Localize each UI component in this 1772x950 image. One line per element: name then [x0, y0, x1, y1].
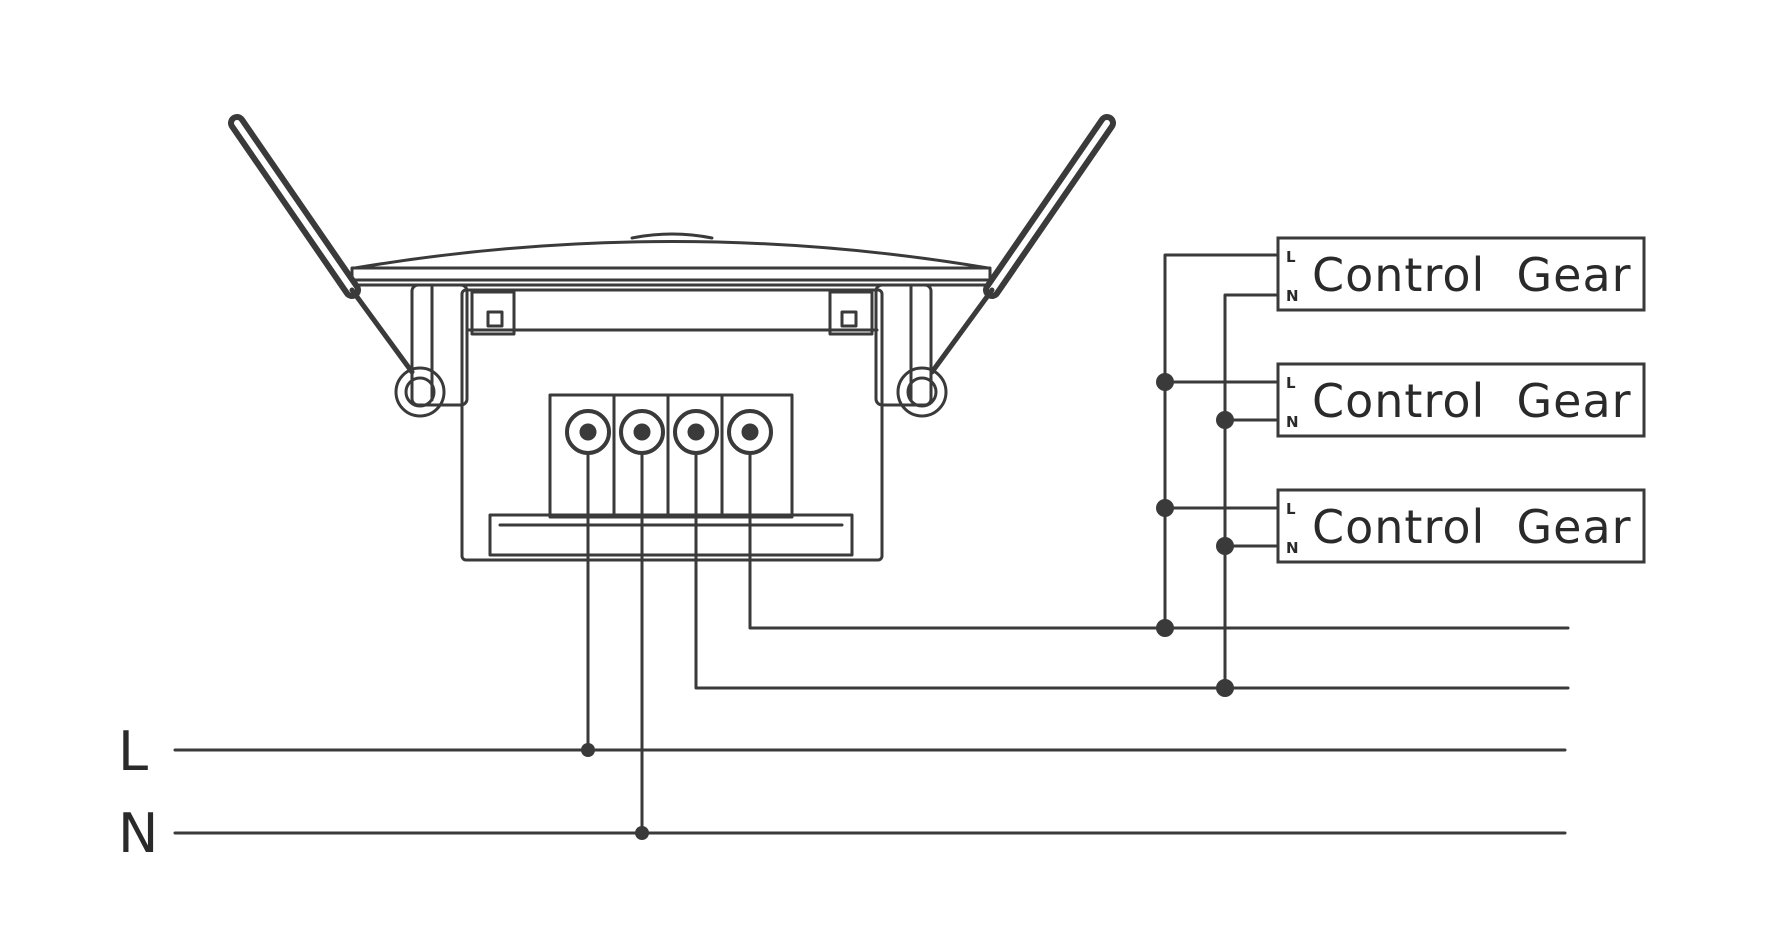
right-latch: [828, 290, 874, 336]
control-gear-label: Control Gear: [1312, 500, 1632, 554]
right-post: [874, 283, 933, 407]
gear-terminal-l: L: [1286, 248, 1296, 266]
terminal-screw-2: [619, 409, 665, 455]
junction-dot: [1216, 679, 1234, 697]
junction-dot: [1156, 373, 1174, 391]
left-latch: [470, 290, 516, 336]
terminal-screw-4: [727, 409, 773, 455]
terminal-wires: [586, 451, 1570, 832]
junction-dot: [1156, 499, 1174, 517]
sensor-dome-top: [630, 232, 714, 240]
junction-dot: [1216, 537, 1234, 555]
junction-dots: [581, 373, 1234, 840]
control-gear-3: L N Control Gear: [1276, 488, 1646, 564]
control-gear-label: Control Gear: [1312, 248, 1632, 302]
gear-terminal-l: L: [1286, 500, 1296, 518]
terminal-screw-1: [565, 409, 611, 455]
wire-terminal-3-to-N-bus: [694, 451, 1570, 690]
bus-L-vertical: [1163, 253, 1278, 630]
junction-dot: [1216, 411, 1234, 429]
sensor-device: [228, 114, 1116, 562]
sensor-dome: [353, 240, 990, 270]
gear-terminal-n: N: [1286, 539, 1299, 557]
junction-dot: [581, 743, 595, 757]
gear-terminal-l: L: [1286, 374, 1296, 392]
sensor-housing: [460, 288, 884, 562]
control-gear-box: [1276, 236, 1646, 312]
supply-label-L: L: [118, 720, 148, 783]
gear-terminal-n: N: [1286, 413, 1299, 431]
terminal-block: [548, 393, 794, 519]
junction-dot: [635, 826, 649, 840]
housing-base-rail: [488, 513, 854, 557]
junction-dot: [1156, 619, 1174, 637]
wire-terminal-4-to-L-bus: [748, 451, 1570, 630]
control-gear-box: [1276, 362, 1646, 438]
left-post: [410, 283, 469, 407]
control-gear-2: L N Control Gear: [1276, 362, 1646, 438]
supply-label-N: N: [118, 802, 158, 865]
bus-N-vertical: [1223, 293, 1278, 690]
terminal-screw-3: [673, 409, 719, 455]
gear-terminal-n: N: [1286, 287, 1299, 305]
control-gear-box: [1276, 488, 1646, 564]
sensor-flange: [350, 266, 992, 282]
control-gear-label: Control Gear: [1312, 374, 1632, 428]
control-gear-1: L N Control Gear: [1276, 236, 1646, 312]
